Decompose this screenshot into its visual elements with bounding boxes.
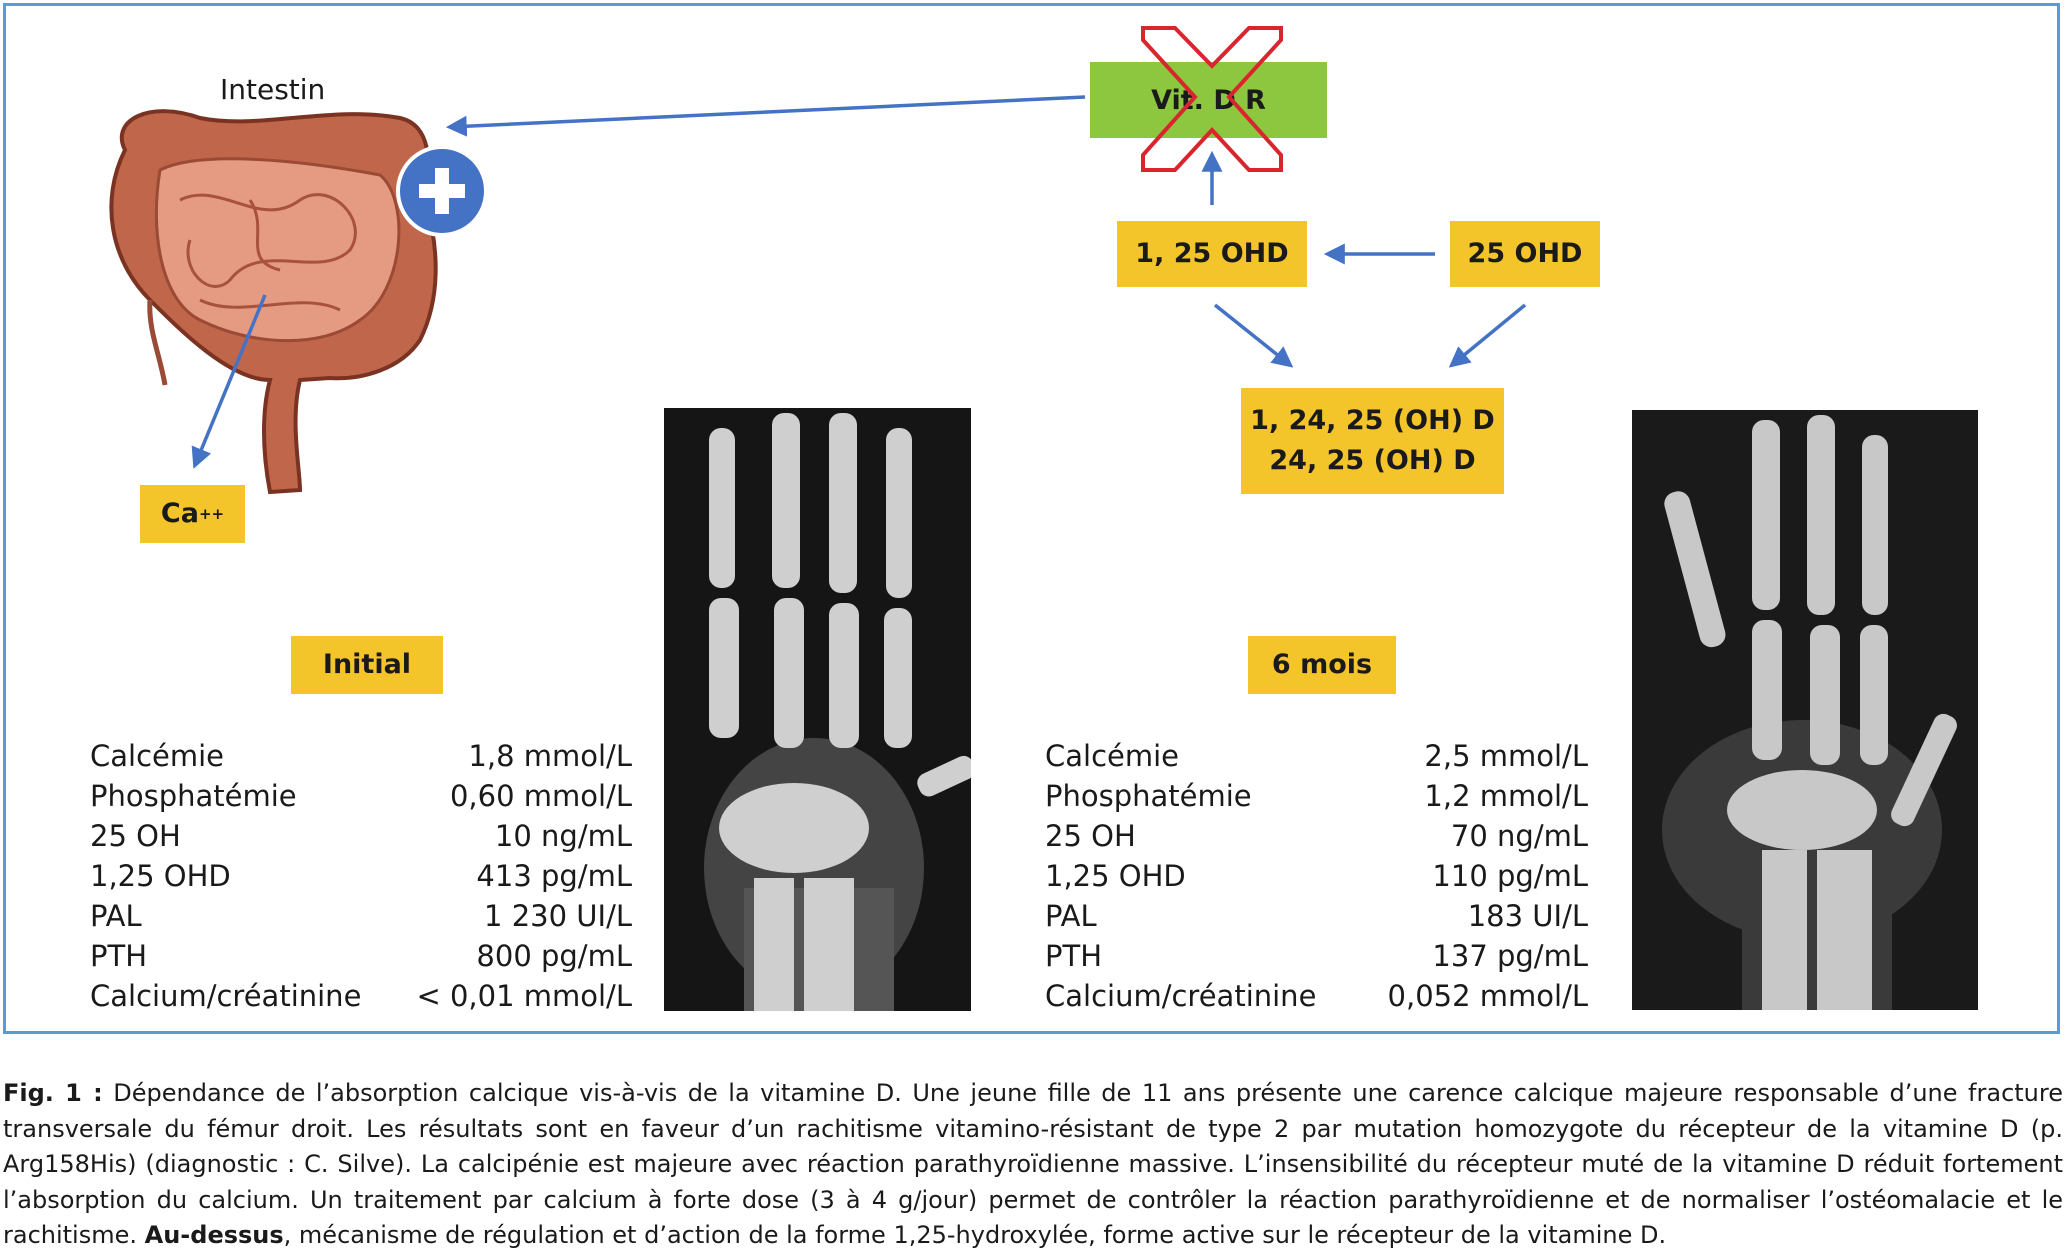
calcium-label: Ca <box>160 498 199 529</box>
row-value: 0,052 mmol/L <box>1387 979 1588 1013</box>
row-label: Calcémie <box>1045 739 1180 773</box>
row-value: 1 230 UI/L <box>484 899 632 933</box>
row-value: 0,60 mmol/L <box>449 779 632 813</box>
row-value: 183 UI/L <box>1467 899 1588 933</box>
arrow-25ohd-to-metabolites <box>1448 303 1527 368</box>
figure-frame <box>3 3 2060 1034</box>
arrow-intestine-to-calcium <box>191 294 267 469</box>
receptor-label: Vit. D R <box>1151 84 1266 116</box>
row-value: 1,2 mmol/L <box>1424 779 1588 813</box>
arrow-125ohd-to-metabolites <box>1213 303 1294 368</box>
table-row: Calcium/créatinine 0,052 mmol/L <box>1045 976 1588 1016</box>
box-125ohd: 1, 25 OHD <box>1117 221 1307 287</box>
row-value: 70 ng/mL <box>1450 819 1588 853</box>
table-row: Phosphatémie 1,2 mmol/L <box>1045 776 1588 816</box>
table-row: 25 OH 70 ng/mL <box>1045 816 1588 856</box>
box-25ohd: 25 OHD <box>1450 221 1600 287</box>
row-value: 137 pg/mL <box>1432 939 1588 973</box>
box-metabolites: 1, 24, 25 (OH) D 24, 25 (OH) D <box>1241 388 1504 494</box>
intestine-illustration <box>109 109 438 495</box>
row-label: Phosphatémie <box>1045 779 1252 813</box>
initial-results-table: Calcémie 1,8 mmol/L Phosphatémie 0,60 mmol… <box>90 736 632 1016</box>
metabolites-line-2: 24, 25 (OH) D <box>1269 445 1476 476</box>
xray-hand-6-months <box>1632 410 1978 1010</box>
row-value: 413 pg/mL <box>476 859 632 893</box>
receptor-box: Vit. D R <box>1090 62 1327 138</box>
six-months-title: 6 mois <box>1248 636 1396 694</box>
initial-title: Initial <box>291 636 443 694</box>
table-row: 1,25 OHD 110 pg/mL <box>1045 856 1588 896</box>
table-row: Phosphatémie 0,60 mmol/L <box>90 776 632 816</box>
row-value: < 0,01 mmol/L <box>416 979 632 1013</box>
xray-hand-initial <box>664 408 971 1011</box>
row-label: 25 OH <box>1045 819 1136 853</box>
table-row: Calcémie 1,8 mmol/L <box>90 736 632 776</box>
table-row: 25 OH 10 ng/mL <box>90 816 632 856</box>
row-label: Calcium/créatinine <box>90 979 362 1013</box>
row-label: PAL <box>90 899 142 933</box>
table-row: PAL 183 UI/L <box>1045 896 1588 936</box>
row-value: 10 ng/mL <box>494 819 632 853</box>
table-row: Calcium/créatinine < 0,01 mmol/L <box>90 976 632 1016</box>
hand-bones-icon <box>1632 410 1978 1010</box>
hand-bones-icon <box>664 408 971 1011</box>
row-value: 2,5 mmol/L <box>1424 739 1588 773</box>
arrow-receptor-to-intestine <box>445 95 1086 137</box>
row-label: Phosphatémie <box>90 779 297 813</box>
six-months-results-table: Calcémie 2,5 mmol/L Phosphatémie 1,2 mmol/… <box>1045 736 1588 1016</box>
row-value: 800 pg/mL <box>476 939 632 973</box>
row-label: Calcémie <box>90 739 225 773</box>
row-label: PTH <box>1045 939 1103 973</box>
caption-bold-2: Au-dessus <box>144 1221 284 1249</box>
row-label: PAL <box>1045 899 1097 933</box>
table-row: 1,25 OHD 413 pg/mL <box>90 856 632 896</box>
row-label: 1,25 OHD <box>90 859 231 893</box>
row-label: 1,25 OHD <box>1045 859 1186 893</box>
calcium-box: Ca++ <box>140 485 245 543</box>
caption-text-2: , mécanisme de régulation et d’action de… <box>283 1221 1667 1249</box>
row-label: Calcium/créatinine <box>1045 979 1317 1013</box>
table-row: Calcémie 2,5 mmol/L <box>1045 736 1588 776</box>
figure-caption: Fig. 1 : Dépendance de l’absorption calc… <box>3 1076 2063 1254</box>
caption-fig-label: Fig. 1 : <box>3 1079 103 1107</box>
intestine-label: Intestin <box>220 73 326 106</box>
row-value: 1,8 mmol/L <box>468 739 632 773</box>
row-label: 25 OH <box>90 819 181 853</box>
caption-text-1: Dépendance de l’absorption calcique vis-… <box>3 1079 2064 1249</box>
table-row: PTH 137 pg/mL <box>1045 936 1588 976</box>
row-label: PTH <box>90 939 148 973</box>
row-value: 110 pg/mL <box>1432 859 1588 893</box>
table-row: PTH 800 pg/mL <box>90 936 632 976</box>
plus-icon <box>396 145 488 237</box>
metabolites-line-1: 1, 24, 25 (OH) D <box>1250 405 1495 436</box>
table-row: PAL 1 230 UI/L <box>90 896 632 936</box>
